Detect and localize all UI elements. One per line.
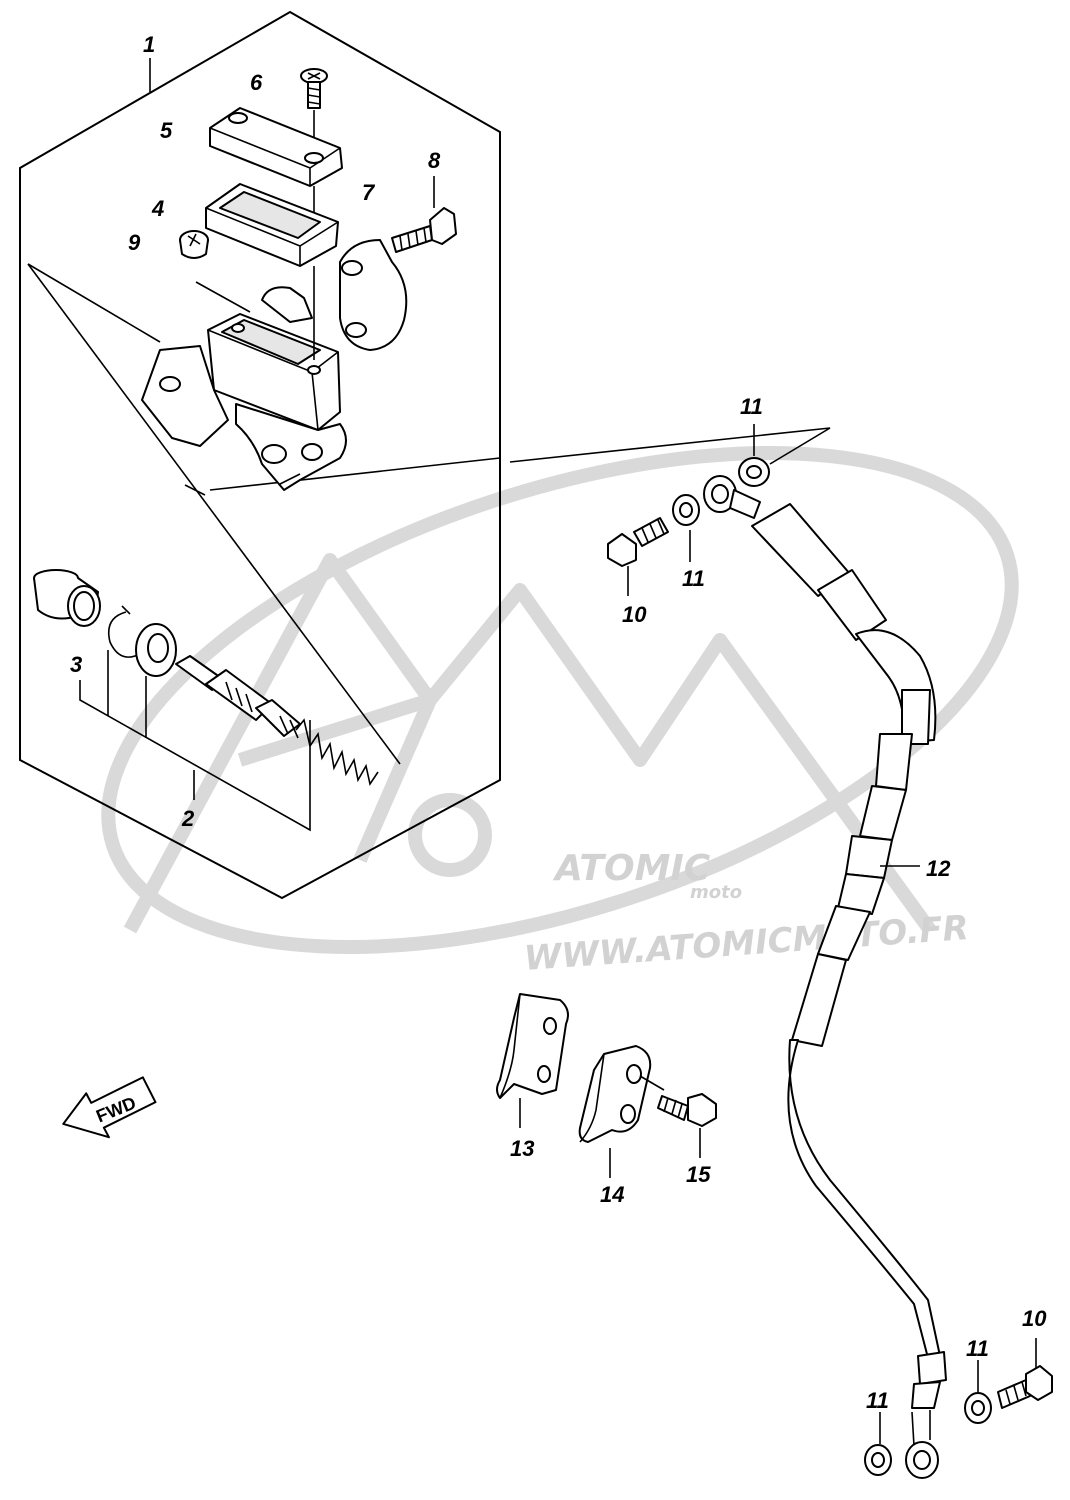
watermark-logo [101, 446, 1019, 954]
callout-11-top-right: 11 [740, 394, 763, 419]
leader-15-axis [639, 1075, 665, 1091]
bolt-8 [391, 207, 457, 253]
hose-clamp-14 [578, 1045, 652, 1143]
callout-2: 2 [181, 806, 195, 831]
leader-9-body [195, 281, 251, 313]
projection-line-a [27, 263, 401, 765]
callout-13: 13 [510, 1136, 534, 1161]
callout-9: 9 [128, 230, 141, 255]
projection-line-c [209, 457, 501, 491]
callout-8: 8 [428, 148, 441, 173]
watermark-url: WWW.ATOMICMOTO.FR [523, 908, 970, 979]
projection-line-d [509, 427, 831, 465]
diaphragm-4 [205, 183, 339, 267]
master-cylinder-body [141, 286, 347, 491]
bracket-2 [79, 680, 311, 832]
callout-11-bottom-left: 11 [866, 1388, 889, 1413]
circlip [107, 605, 141, 658]
callout-3: 3 [70, 652, 82, 677]
projection-line-e [184, 484, 206, 496]
callout-7: 7 [362, 180, 376, 205]
piston-rod [175, 655, 301, 739]
reservoir-cap-5 [209, 107, 343, 187]
callout-6: 6 [250, 70, 263, 95]
callout-1: 1 [143, 32, 155, 57]
hose-guide-13 [496, 993, 569, 1099]
washer-piston [135, 623, 177, 677]
banjo-bolt-10-bottom [997, 1365, 1053, 1409]
callout-10-bottom: 10 [1022, 1306, 1047, 1331]
plug-9 [179, 230, 209, 259]
callout-11-bottom-right: 11 [966, 1336, 989, 1361]
washer-11-bottom-right [964, 1392, 992, 1424]
clamp-7 [339, 239, 408, 351]
fwd-arrow-icon [62, 1076, 157, 1139]
washer-11-top-left [672, 494, 700, 526]
banjo-bolt-10-top [607, 517, 669, 567]
dust-boot-3 [33, 569, 101, 627]
callout-12: 12 [926, 856, 951, 881]
callout-10-top: 10 [622, 602, 647, 627]
clutch-hose-12 [751, 503, 947, 1479]
projection-line-b [27, 263, 161, 343]
watermark-brand: ATOMIC [552, 848, 711, 889]
callout-5: 5 [160, 118, 173, 143]
callout-14: 14 [600, 1182, 624, 1207]
banjo-top [703, 475, 761, 519]
assembly-frame [19, 10, 501, 900]
callout-4: 4 [151, 196, 164, 221]
screw-6 [300, 68, 328, 109]
watermark-sub: moto [690, 882, 742, 903]
washer-11-top-right [738, 457, 770, 487]
bolt-15 [657, 1093, 717, 1127]
washer-11-bottom-left [864, 1444, 892, 1476]
callout-15: 15 [686, 1162, 711, 1187]
callout-11-top-left: 11 [682, 566, 705, 591]
spring [295, 718, 379, 787]
